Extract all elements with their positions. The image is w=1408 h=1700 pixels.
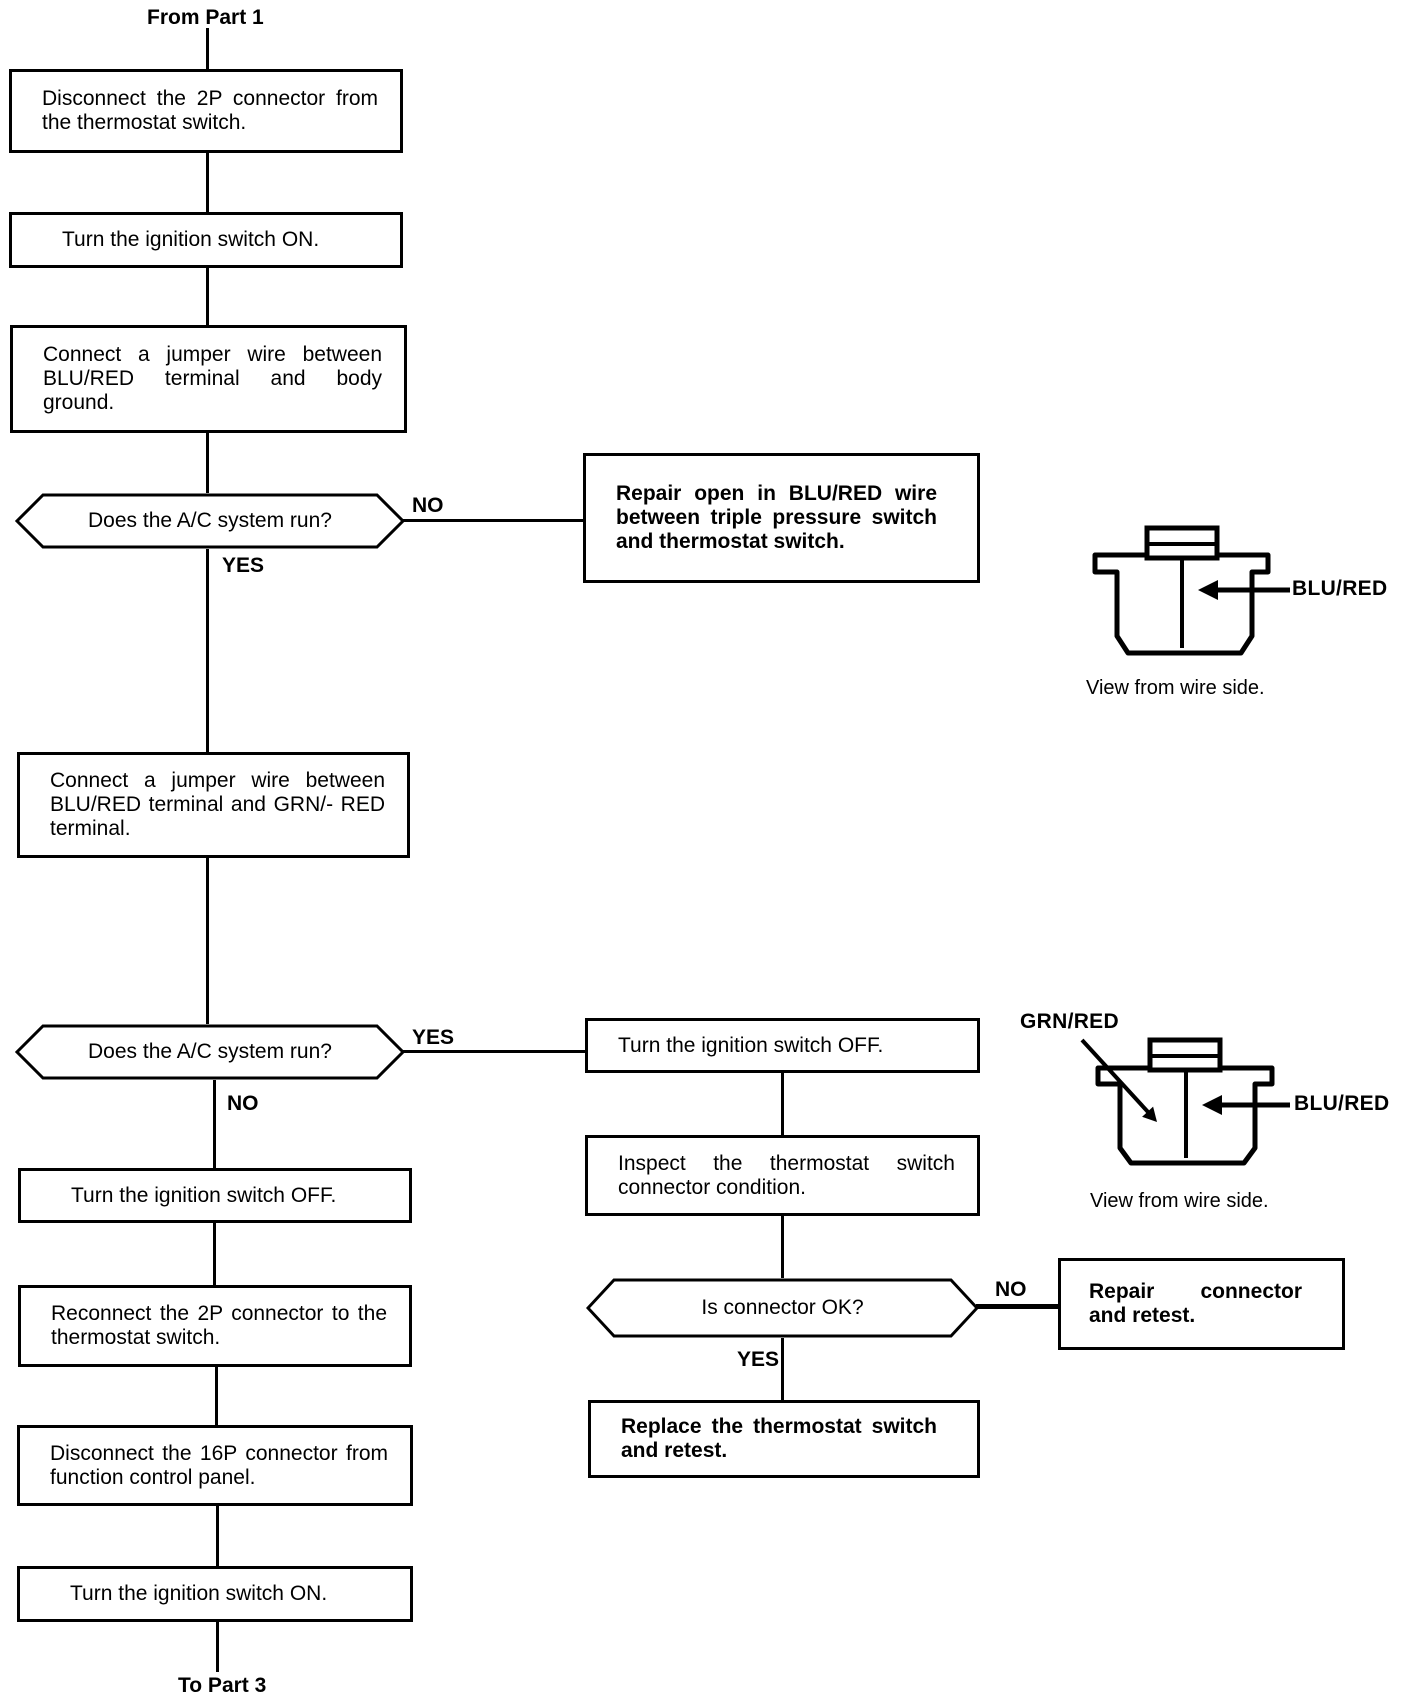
process-turn-ignition-on-1: Turn the ignition switch ON. — [9, 212, 403, 268]
process-turn-ignition-on-2: Turn the ignition switch ON. — [17, 1566, 413, 1622]
process-connect-jumper-grn-red: Connect a jumper wire between BLU/RED te… — [17, 752, 410, 858]
flow-line-entry — [206, 28, 209, 69]
flow-line-1 — [206, 153, 209, 212]
flow-line-no-2 — [213, 1080, 216, 1168]
process-disconnect-16p-connector: Disconnect the 16P connector from functi… — [17, 1425, 413, 1506]
process-connect-jumper-body-ground: Connect a jumper wire between BLU/RED te… — [10, 325, 407, 433]
process-inspect-thermostat-connector: Inspect the thermostat switch connector … — [585, 1135, 980, 1216]
process-text: Inspect the thermostat switch connector … — [618, 1151, 955, 1199]
process-disconnect-2p-connector: Disconnect the 2P connector from the the… — [9, 69, 403, 153]
decision-hexagon — [15, 1024, 405, 1080]
process-text: Turn the ignition switch OFF. — [71, 1183, 337, 1207]
process-text: Turn the ignition switch OFF. — [618, 1033, 884, 1057]
process-text: Connect a jumper wire between BLU/RED te… — [43, 343, 382, 414]
decision-ac-system-run-2: Does the A/C system run? — [15, 1024, 405, 1080]
flow-line-exit — [216, 1622, 219, 1672]
view-from-wire-side-caption-1: View from wire side. — [1086, 677, 1265, 699]
grn-red-wire-label: GRN/RED — [1020, 1010, 1119, 1033]
flow-line-no-1 — [403, 519, 583, 522]
process-repair-connector-retest: Repair connector and retest. — [1058, 1258, 1345, 1350]
branch-label-no-3: NO — [995, 1278, 1027, 1301]
connector-body — [1095, 1065, 1275, 1166]
process-text: Repair connector and retest. — [1089, 1280, 1302, 1327]
decision-text: Does the A/C system run? — [88, 1040, 332, 1063]
flow-line-4 — [206, 858, 209, 1024]
flow-line-yes-2 — [403, 1050, 585, 1053]
to-part-3-label: To Part 3 — [178, 1674, 267, 1697]
process-repair-open-blu-red-wire: Repair open in BLU/RED wire between trip… — [583, 453, 980, 583]
from-part-1-label: From Part 1 — [147, 6, 264, 29]
blu-red-wire-label-2: BLU/RED — [1294, 1092, 1390, 1115]
branch-label-yes-3: YES — [737, 1348, 780, 1371]
flow-line-5 — [213, 1223, 216, 1285]
decision-is-connector-ok: Is connector OK? — [586, 1278, 979, 1338]
branch-label-no-2: NO — [227, 1092, 259, 1115]
blu-red-wire-label-1: BLU/RED — [1292, 577, 1388, 600]
process-text: Replace the thermostat switch and retest… — [621, 1415, 937, 1462]
connector-body — [1092, 552, 1271, 656]
process-turn-ignition-off-right: Turn the ignition switch OFF. — [585, 1018, 980, 1073]
view-from-wire-side-caption-2: View from wire side. — [1090, 1190, 1269, 1212]
wire-pointer-arrow-icon — [1202, 1095, 1222, 1115]
connector-illustration-blu-red — [1092, 525, 1290, 656]
flow-line-r2 — [781, 1216, 784, 1278]
decision-ac-system-run-1: Does the A/C system run? — [15, 493, 405, 549]
branch-label-yes-2: YES — [412, 1026, 455, 1049]
process-text: Turn the ignition switch ON. — [62, 228, 320, 251]
flow-line-2 — [206, 268, 209, 325]
flow-line-yes-3 — [781, 1338, 784, 1400]
process-text: Disconnect the 2P connector from the the… — [42, 87, 378, 134]
process-text: Connect a jumper wire between BLU/RED te… — [50, 769, 385, 840]
process-reconnect-2p-connector: Reconnect the 2P connector to the thermo… — [18, 1285, 412, 1367]
process-text: Reconnect the 2P connector to the thermo… — [51, 1302, 387, 1349]
branch-label-no-1: NO — [412, 494, 444, 517]
process-text: Turn the ignition switch ON. — [70, 1582, 328, 1605]
process-text: Disconnect the 16P connector from functi… — [50, 1441, 388, 1489]
process-turn-ignition-off-left: Turn the ignition switch OFF. — [18, 1168, 412, 1223]
flow-line-no-3 — [976, 1304, 1058, 1309]
decision-hexagon — [586, 1278, 979, 1338]
process-replace-thermostat-switch: Replace the thermostat switch and retest… — [588, 1400, 980, 1478]
flow-line-6 — [215, 1367, 218, 1425]
decision-text: Does the A/C system run? — [88, 509, 332, 532]
process-text: Repair open in BLU/RED wire between trip… — [616, 482, 937, 553]
flow-line-yes-1 — [206, 549, 209, 752]
grn-red-pointer-arrow-icon — [1142, 1106, 1157, 1122]
decision-hexagon — [15, 493, 405, 549]
flow-line-r1 — [781, 1073, 784, 1135]
wire-pointer-arrow-icon — [1198, 580, 1218, 600]
branch-label-yes-1: YES — [222, 554, 265, 577]
decision-text: Is connector OK? — [701, 1296, 864, 1319]
flow-line-3 — [206, 433, 209, 493]
connector-illustration-grn-red-blu-red — [1080, 1037, 1290, 1166]
flow-line-7 — [216, 1506, 219, 1566]
